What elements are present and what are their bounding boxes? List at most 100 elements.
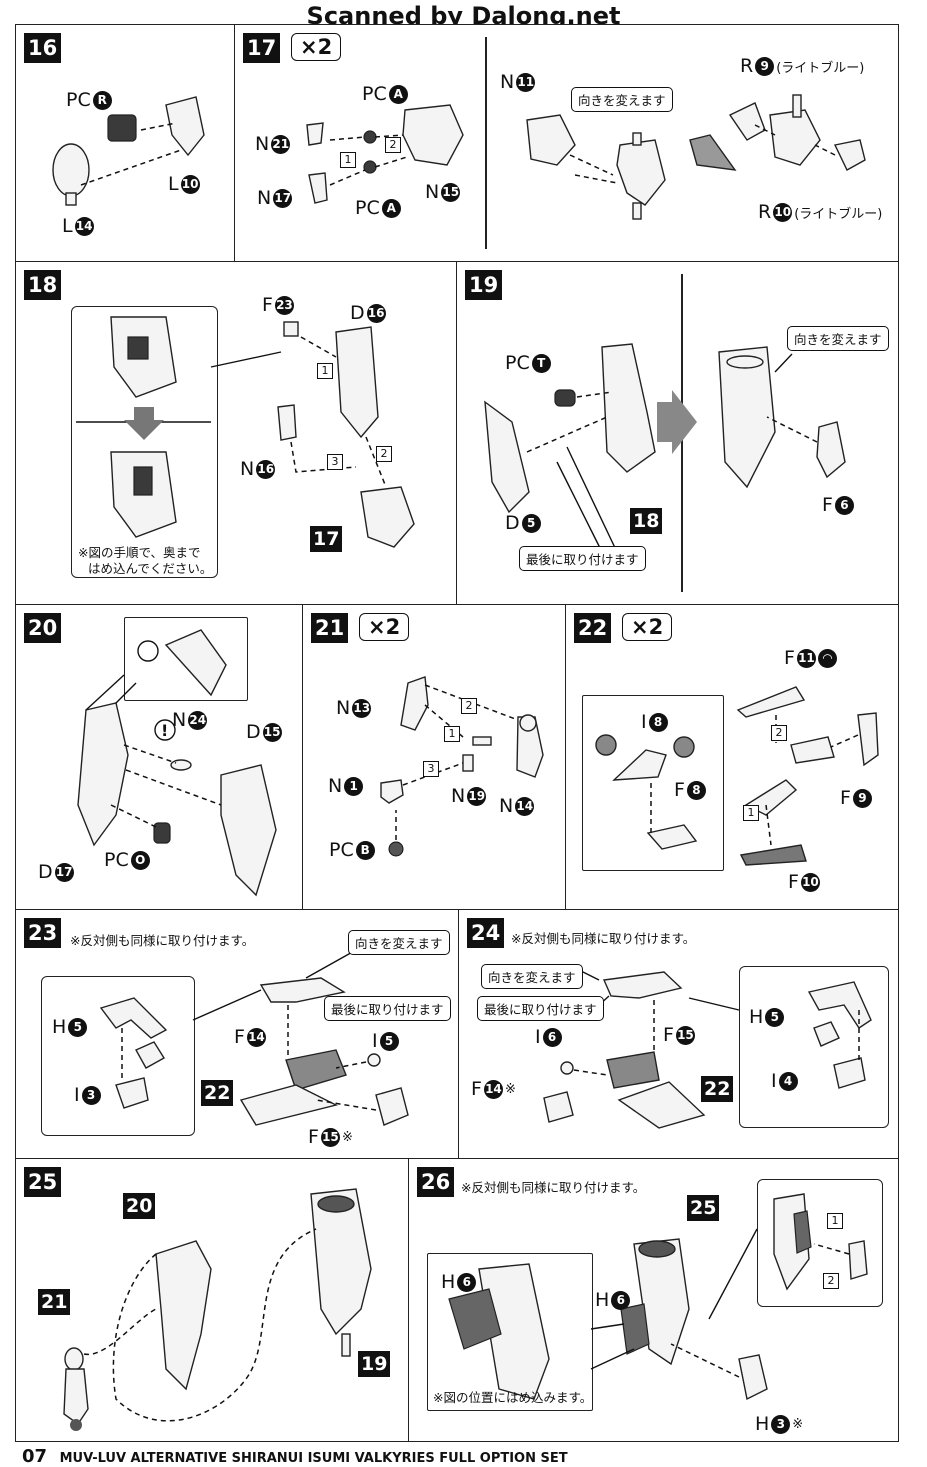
step-21-illustration — [380, 676, 544, 857]
step-19-illustration — [484, 343, 846, 553]
step-ref: 20 — [123, 1193, 156, 1219]
sub-step: 2 — [771, 725, 787, 741]
divider — [485, 37, 487, 249]
sub-step: 1 — [317, 363, 333, 379]
multiplier-badge: ×2 — [622, 613, 673, 641]
turn-callout: 向きを変えます — [481, 964, 583, 989]
detail-inset — [41, 976, 195, 1136]
sub-step: 3 — [423, 761, 439, 777]
multiplier-badge: ×2 — [359, 613, 410, 641]
step-17-illustration — [306, 94, 866, 220]
step-25-panel: 25 20 21 19 — [15, 1158, 409, 1442]
last-callout: 最後に取り付けます — [519, 546, 646, 571]
step-note: ※反対側も同様に取り付けます。 — [511, 931, 696, 946]
step-number: 18 — [24, 270, 62, 300]
step-20-illustration: ! — [77, 629, 277, 897]
step-number: 20 — [24, 613, 62, 643]
product-title: MUV-LUV ALTERNATIVE SHIRANUI ISUMI VALKY… — [59, 1451, 568, 1466]
step-note: ※反対側も同様に取り付けます。 — [70, 933, 255, 948]
step-ref: 17 — [310, 526, 343, 552]
turn-callout: 向きを変えます — [787, 326, 889, 351]
step-ref: 19 — [358, 1351, 391, 1377]
step-24-illustration — [543, 969, 872, 1129]
sub-step: 1 — [340, 152, 356, 168]
multiplier-badge: ×2 — [291, 33, 342, 61]
page-footer: 07 MUV-LUV ALTERNATIVE SHIRANUI ISUMI VA… — [22, 1446, 568, 1467]
step-ref: 22 — [701, 1076, 734, 1102]
step-number: 24 — [467, 918, 505, 948]
step-ref: 18 — [630, 508, 663, 534]
page-number: 07 — [22, 1446, 48, 1467]
turn-callout: 向きを変えます — [571, 87, 673, 112]
step-23-illustration — [99, 949, 409, 1126]
sub-step: 3 — [327, 454, 343, 470]
sub-step: 1 — [743, 805, 759, 821]
svg-text:!: ! — [161, 721, 168, 740]
step-number: 16 — [24, 33, 62, 63]
step-ref: 22 — [201, 1080, 234, 1106]
step-ref: 21 — [38, 1289, 71, 1315]
step-26-inset-note: ※図の位置にはめ込みます。 — [433, 1390, 593, 1405]
sub-step: 1 — [827, 1213, 843, 1229]
step-number: 22 — [574, 613, 612, 643]
step-number: 26 — [417, 1167, 455, 1197]
step-number: 21 — [311, 613, 349, 643]
step-note: ※反対側も同様に取り付けます。 — [461, 1180, 646, 1195]
last-callout: 最後に取り付けます — [477, 996, 604, 1021]
step-ref: 25 — [687, 1195, 720, 1221]
step-number: 17 — [243, 33, 281, 63]
step-22-illustration — [595, 686, 879, 866]
step-18-note: はめ込んでください。 — [88, 561, 213, 576]
sub-step: 2 — [376, 446, 392, 462]
step-16-illustration — [52, 96, 205, 206]
step-26-illustration — [448, 1193, 868, 1401]
sub-step: 1 — [444, 726, 460, 742]
